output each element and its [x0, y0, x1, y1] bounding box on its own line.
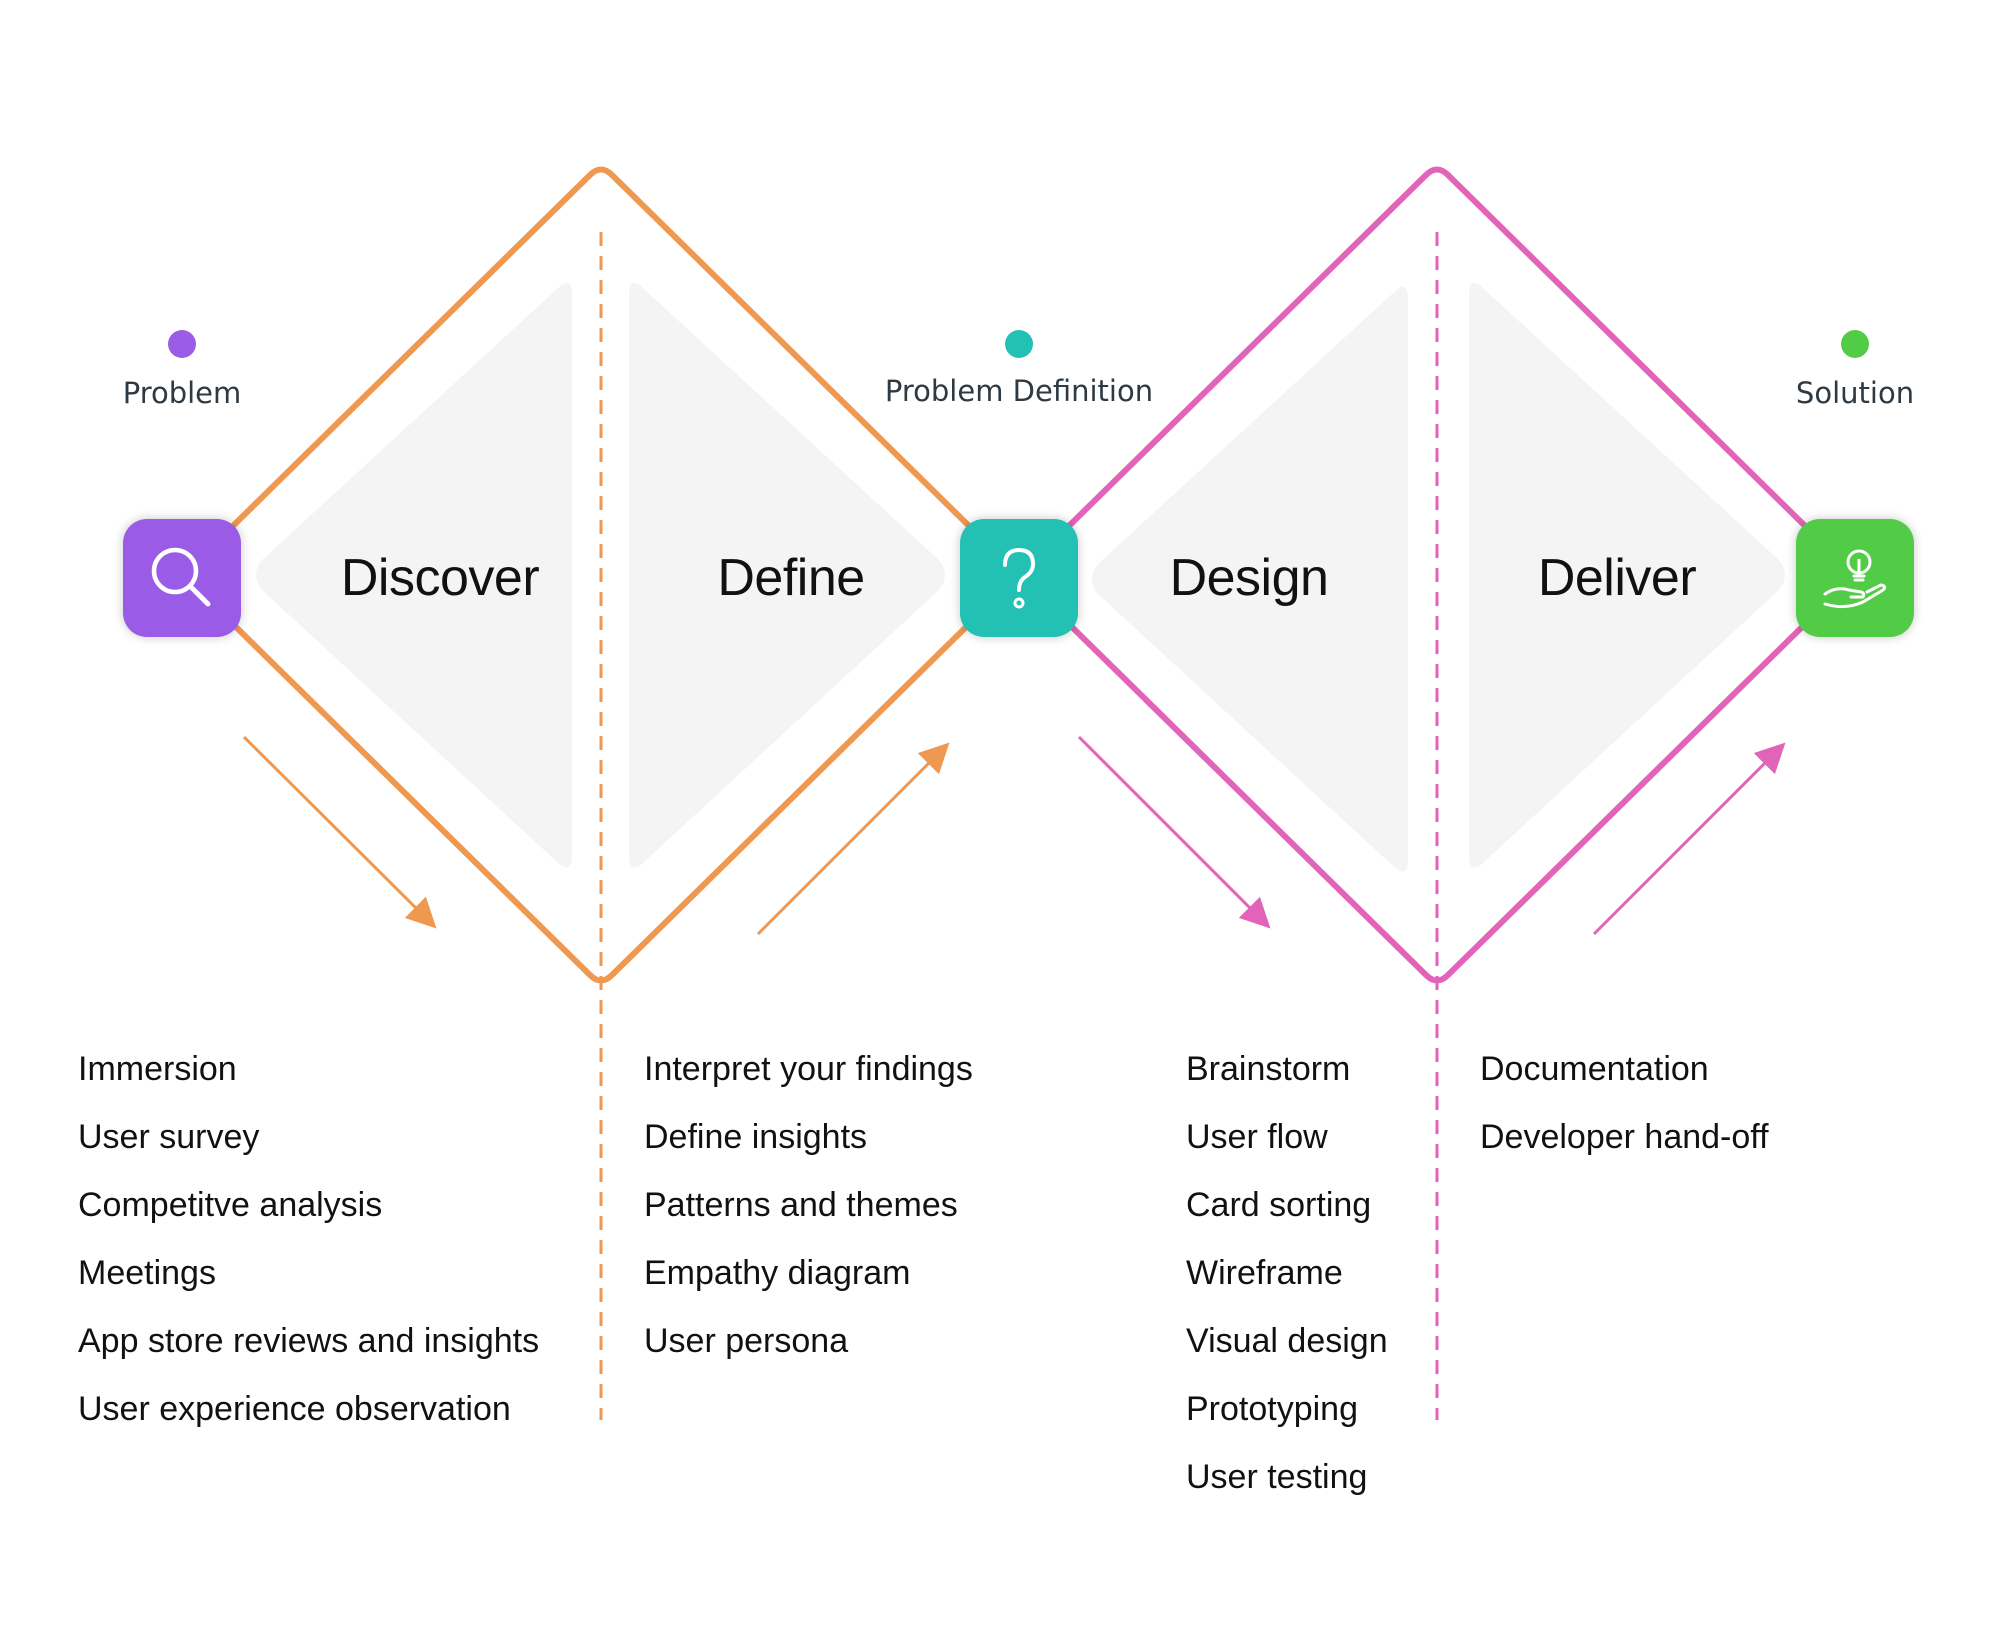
list-item: Empathy diagram [644, 1254, 911, 1292]
milestone-label-problem-definition: Problem Definition [884, 374, 1154, 408]
milestone-label-problem: Problem [122, 376, 242, 410]
list-item: Meetings [78, 1254, 216, 1292]
list-item: App store reviews and insights [78, 1322, 540, 1360]
phase-title-deliver: Deliver [1537, 549, 1697, 607]
list-item: User survey [78, 1118, 260, 1156]
list-item: Documentation [1480, 1050, 1709, 1088]
lightbulb-hand-icon [1796, 519, 1914, 637]
list-item: Competitve analysis [78, 1186, 383, 1224]
list-item: User experience observation [78, 1390, 511, 1428]
milestone-dot-solution [1841, 330, 1869, 358]
activity-list-design: Brainstorm User flow Card sorting Wirefr… [1186, 1049, 1388, 1525]
panel-design [1092, 286, 1408, 872]
activity-list-define: Interpret your findings Define insights … [644, 1049, 973, 1389]
list-item: Developer hand-off [1480, 1118, 1769, 1156]
panel-discover [256, 282, 572, 868]
phase-title-discover: Discover [340, 549, 540, 607]
list-item: Patterns and themes [644, 1186, 958, 1224]
arrow-converge-define [756, 742, 950, 936]
arrow-converge-deliver [1592, 742, 1786, 936]
list-item: Brainstorm [1186, 1050, 1351, 1088]
milestone-dot-problem [168, 330, 196, 358]
arrow-diverge-design [1077, 735, 1271, 929]
list-item: Immersion [78, 1050, 237, 1088]
phase-title-define: Define [717, 549, 865, 607]
list-item: Prototyping [1186, 1390, 1358, 1428]
activity-list-deliver: Documentation Developer hand-off [1480, 1049, 1769, 1185]
arrow-diverge-discover [242, 735, 437, 929]
list-item: User persona [644, 1322, 849, 1360]
list-item: Card sorting [1186, 1186, 1372, 1224]
panel-deliver [1469, 282, 1785, 868]
list-item: User testing [1186, 1458, 1368, 1496]
list-item: Wireframe [1186, 1254, 1343, 1292]
milestone-label-solution: Solution [1795, 376, 1915, 410]
question-mark-icon [960, 519, 1078, 637]
milestone-dot-problem-definition [1005, 330, 1033, 358]
activity-list-discover: Immersion User survey Competitve analysi… [78, 1049, 539, 1457]
list-item: Visual design [1186, 1322, 1388, 1360]
list-item: User flow [1186, 1118, 1328, 1156]
phase-title-design: Design [1169, 549, 1329, 607]
list-item: Define insights [644, 1118, 868, 1156]
panel-define [629, 282, 945, 868]
list-item: Interpret your findings [644, 1050, 973, 1088]
search-icon [123, 519, 241, 637]
